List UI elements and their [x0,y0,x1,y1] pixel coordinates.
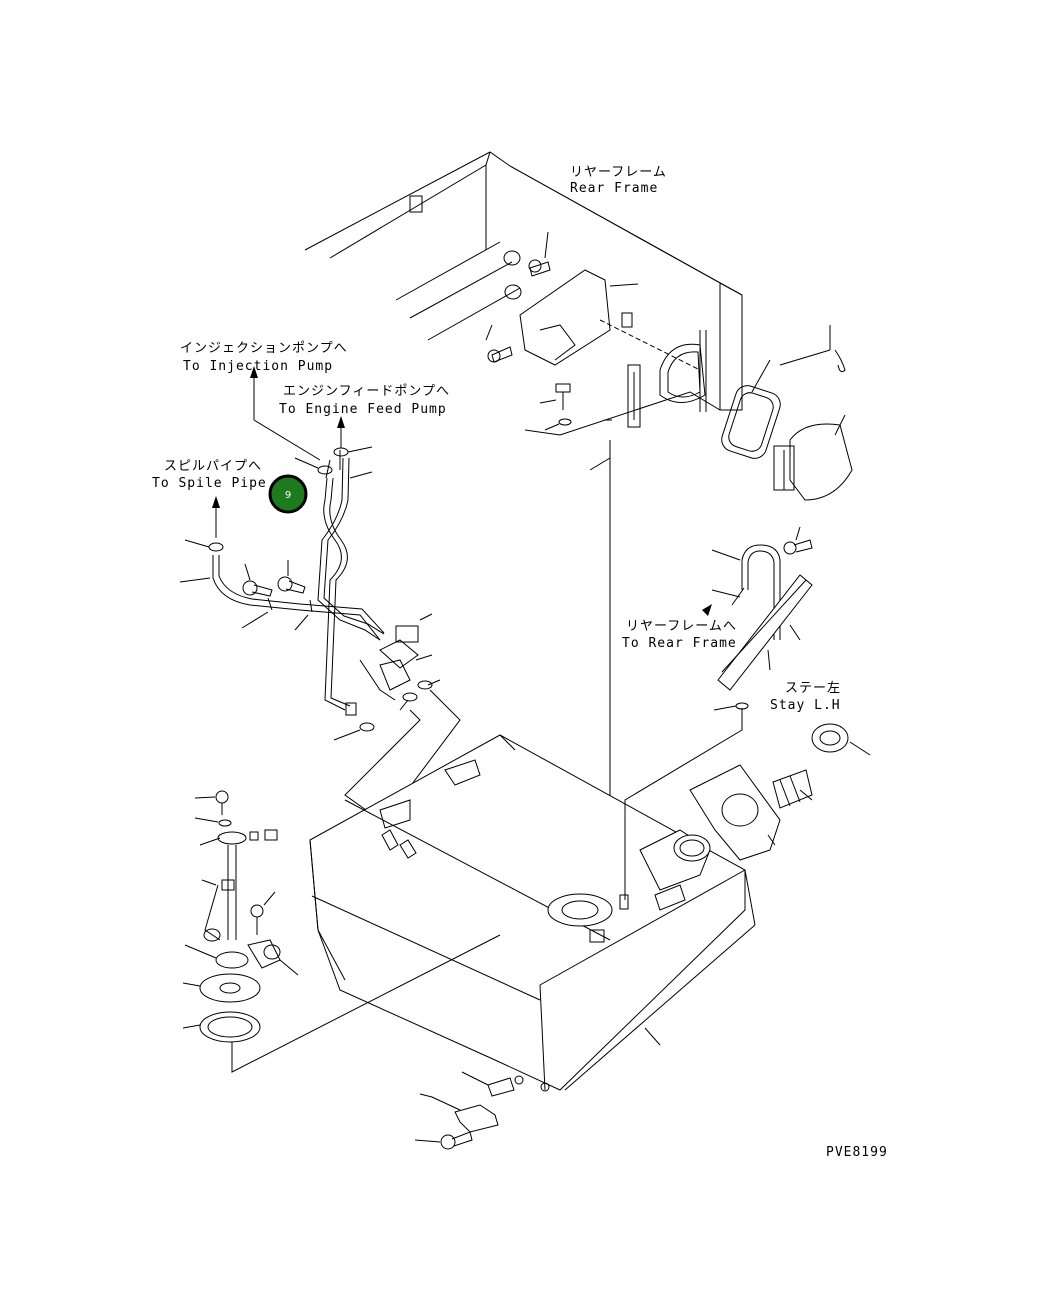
engine-feed-pump-label-jp: エンジンフィードポンプへ [283,384,450,399]
direction-arrows [212,366,345,538]
cover-assembly [721,325,853,501]
rear-frame-label-en: Rear Frame [570,181,658,196]
pipe-clamps [179,446,441,741]
rear-frame [304,151,743,436]
callout-number: 9 [285,490,291,501]
injection-pump-label-en: To Injection Pump [183,359,333,374]
fuel-pipes [212,450,419,716]
stay-lh-label-jp: ステー左 [785,681,841,696]
fuel-sender-unit [182,790,501,1073]
engine-feed-pump-label-en: To Engine Feed Pump [279,402,447,417]
frame-bolts [485,231,639,431]
stay-lh-label-en: Stay L.H [770,698,841,713]
callout-marker-9[interactable]: 9 [268,474,308,514]
injection-pump-label-jp: インジェクションポンプへ [180,341,348,356]
fuel-tank [309,734,756,1091]
callout-circle[interactable] [268,474,308,514]
to-rear-frame-label-en: To Rear Frame [622,636,737,651]
drawing-number: PVE8199 [826,1145,888,1160]
filler-parts [624,708,871,900]
spile-pipe-label-en: To Spile Pipe [152,476,267,491]
spile-pipe-label-jp: スピルパイプへ [164,459,262,474]
drain-bracket [414,1071,550,1150]
stay-lh [702,526,813,711]
rear-frame-label-jp: リヤーフレーム [570,165,667,180]
to-rear-frame-label-jp: リヤーフレームへ [626,619,737,634]
